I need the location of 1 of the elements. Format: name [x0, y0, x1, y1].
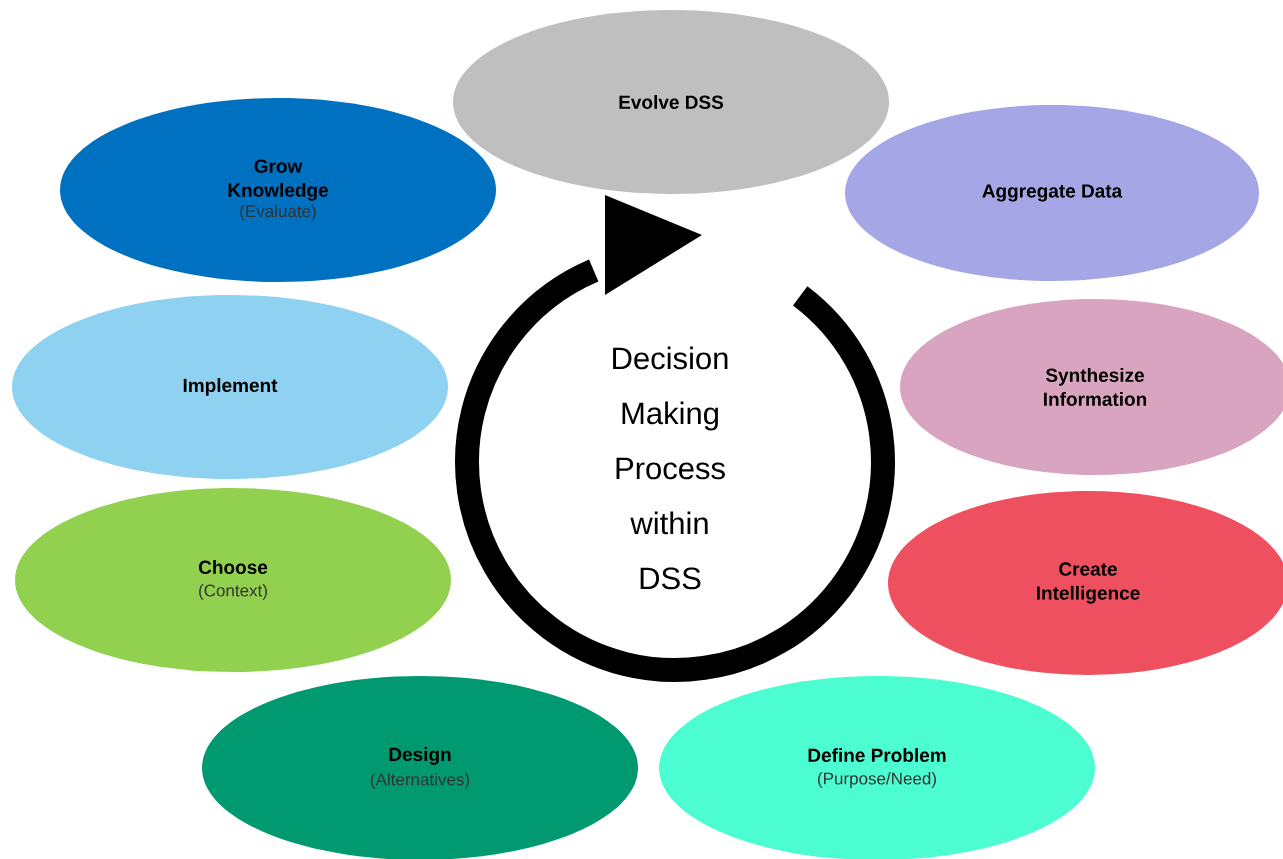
- center-title: Decision Making Process within DSS: [613, 346, 728, 590]
